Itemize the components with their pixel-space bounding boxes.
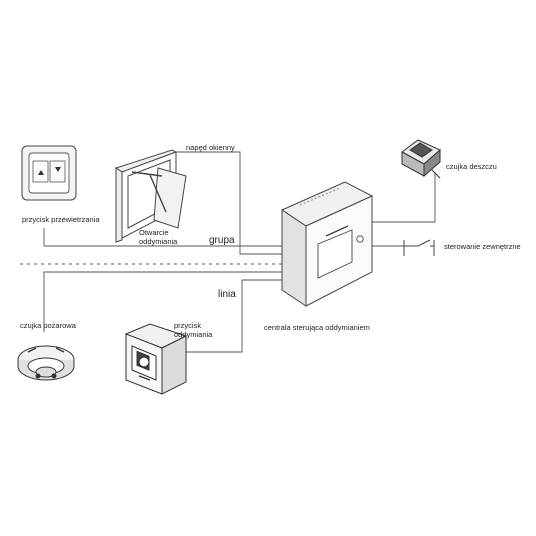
wiring bbox=[20, 151, 436, 353]
window-device: napęd okienny Otwarcie oddymiania bbox=[114, 143, 235, 246]
wall-switch-icon bbox=[21, 145, 77, 201]
ventilation-button-device: przycisk przewietrzania bbox=[21, 145, 100, 224]
roof-window-icon bbox=[114, 149, 187, 243]
external-control-device: sterowanie zewnętrzne bbox=[403, 239, 521, 256]
line-label: linia bbox=[218, 289, 236, 300]
wire-smoke-button bbox=[185, 279, 282, 353]
external-control-label: sterowanie zewnętrzne bbox=[444, 242, 521, 251]
smoke-button-device: przycisk oddymiania bbox=[124, 321, 213, 395]
control-unit-label: centrala sterująca oddymianiem bbox=[264, 323, 370, 332]
wire-ventilation-button bbox=[43, 228, 282, 247]
emergency-button-icon bbox=[124, 323, 188, 395]
group-label: grupa bbox=[209, 235, 235, 246]
smoke-button-label-2: oddymiania bbox=[174, 330, 213, 339]
window-drive-label: napęd okienny bbox=[186, 143, 235, 152]
ventilation-button-label: przycisk przewietrzania bbox=[22, 215, 100, 224]
smoke-button-label-1: przycisk bbox=[174, 321, 201, 330]
rain-sensor-icon bbox=[401, 139, 441, 179]
fire-detector-label: czujka pożarowa bbox=[20, 321, 77, 330]
rain-sensor-label: czujka deszczu bbox=[446, 162, 497, 171]
smoke-detector-icon bbox=[17, 345, 75, 381]
control-panel-box-icon bbox=[280, 181, 374, 307]
wire-fire-detector bbox=[43, 271, 282, 332]
fire-detector-device: czujka pożarowa bbox=[17, 321, 77, 381]
smoke-opening-label-2: oddymiania bbox=[139, 237, 178, 246]
wire-rain-sensor bbox=[368, 172, 436, 223]
wire-window-drive bbox=[172, 151, 282, 255]
rain-sensor-device: czujka deszczu bbox=[401, 139, 497, 179]
control-unit-device: centrala sterująca oddymianiem bbox=[264, 181, 374, 332]
switch-contact-icon bbox=[403, 239, 435, 256]
smoke-opening-label-1: Otwarcie bbox=[139, 228, 169, 237]
